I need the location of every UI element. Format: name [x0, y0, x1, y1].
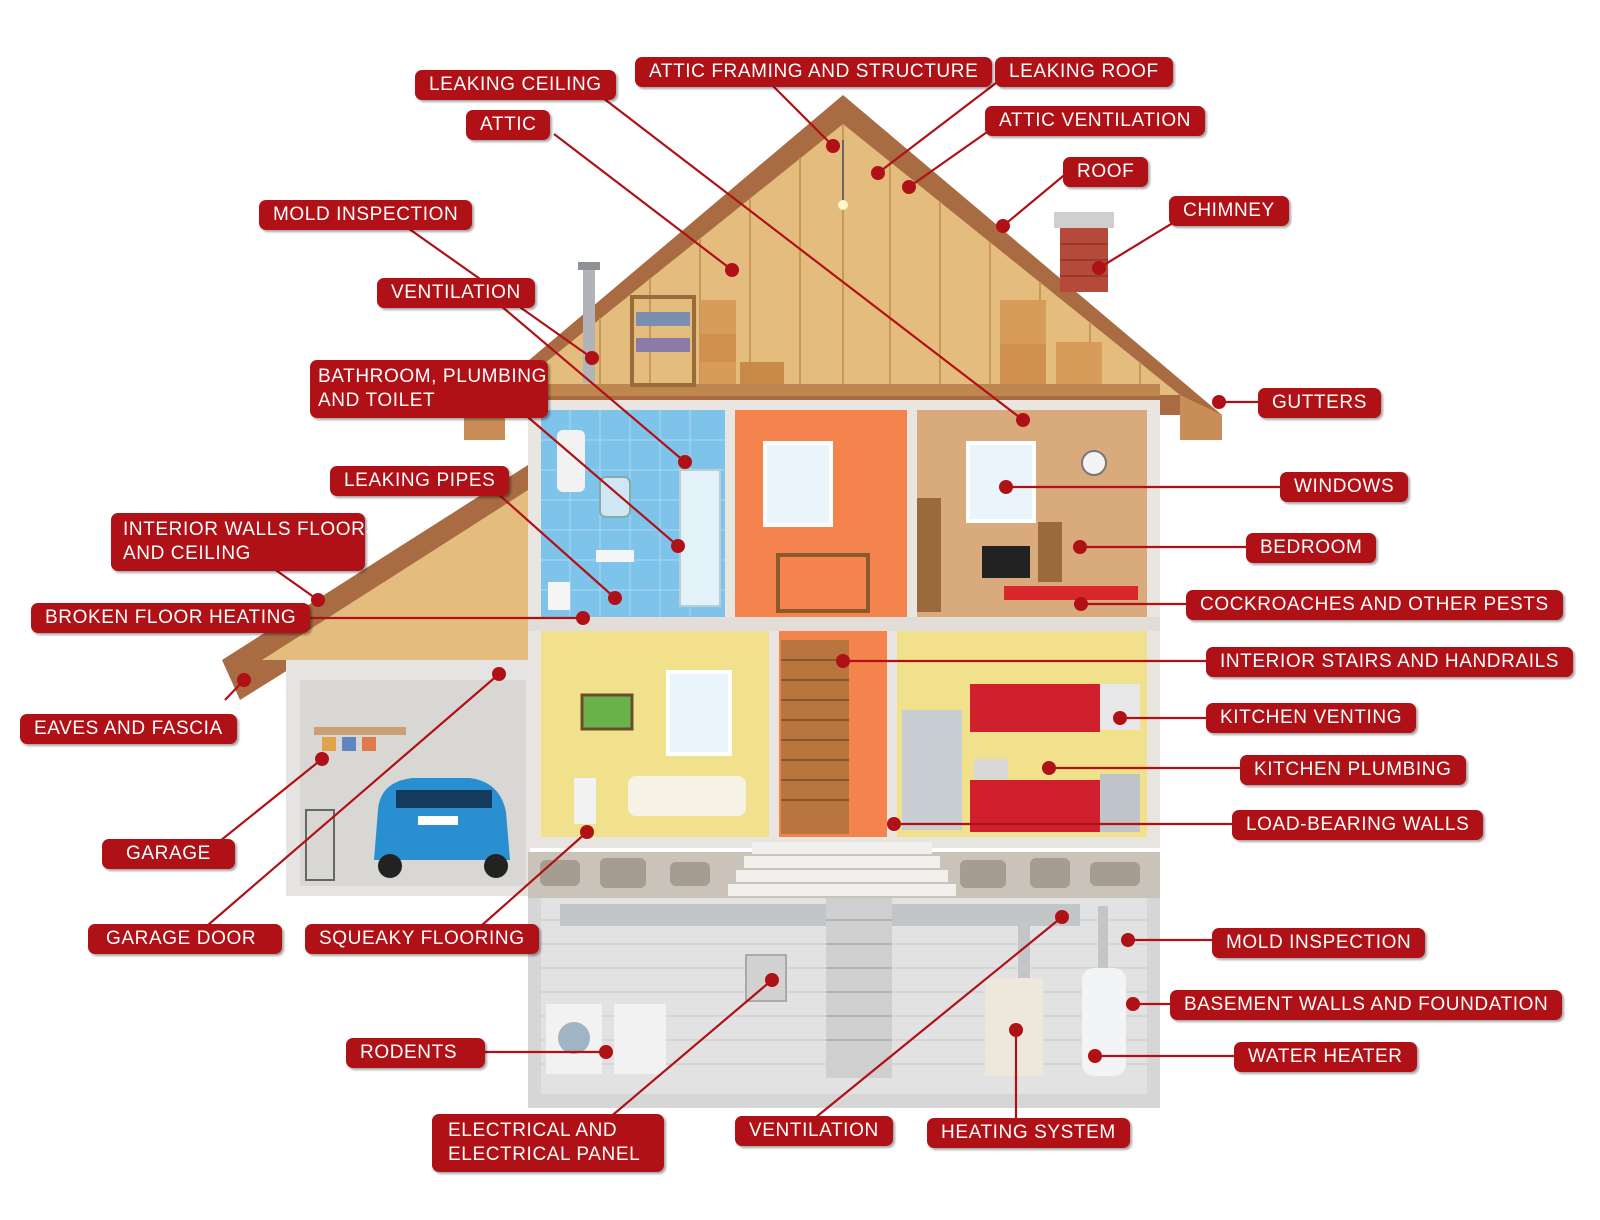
label-chimney: CHIMNEY [1169, 196, 1289, 226]
label-mold-inspection-top: MOLD INSPECTION [259, 200, 473, 230]
label-attic-ventilation: ATTIC VENTILATION [985, 106, 1206, 136]
label-squeaky-flooring: SQUEAKY FLOORING [305, 924, 539, 954]
label-interior-stairs: INTERIOR STAIRS AND HANDRAILS [1206, 647, 1574, 677]
label-bathroom-line1: BATHROOM, PLUMBING [318, 366, 547, 387]
label-ventilation-bottom: VENTILATION [735, 1116, 893, 1146]
label-windows: WINDOWS [1280, 472, 1409, 502]
label-ventilation-top: VENTILATION [377, 278, 535, 308]
label-garage: GARAGE [102, 839, 235, 869]
label-rodents: RODENTS [346, 1038, 486, 1068]
label-electrical-line1: ELECTRICAL AND [448, 1120, 618, 1141]
label-garage-door: GARAGE DOOR [88, 924, 283, 954]
label-roof: ROOF [1063, 157, 1149, 187]
label-leaking-pipes: LEAKING PIPES [330, 466, 510, 496]
label-broken-floor-heating: BROKEN FLOOR HEATING [31, 603, 311, 633]
leader-lines [207, 79, 1280, 1120]
label-kitchen-venting: KITCHEN VENTING [1206, 703, 1417, 733]
label-interior-walls-line2: AND CEILING [123, 543, 252, 564]
label-bedroom: BEDROOM [1246, 533, 1377, 563]
label-bathroom-plumbing-toilet: BATHROOM, PLUMBING AND TOILET [310, 360, 548, 418]
label-interior-walls: INTERIOR WALLS FLOORS AND CEILING [111, 513, 379, 571]
label-attic-framing: ATTIC FRAMING AND STRUCTURE [635, 57, 993, 87]
attic-roof [464, 95, 1222, 440]
label-cockroaches: COCKROACHES AND OTHER PESTS [1186, 590, 1563, 620]
label-leaking-roof: LEAKING ROOF [995, 57, 1173, 87]
label-water-heater: WATER HEATER [1234, 1042, 1417, 1072]
label-interior-walls-line1: INTERIOR WALLS FLOORS [123, 519, 379, 540]
label-leaking-ceiling: LEAKING CEILING [415, 70, 616, 100]
label-electrical-line2: ELECTRICAL PANEL [448, 1144, 641, 1165]
label-load-bearing-walls: LOAD-BEARING WALLS [1232, 810, 1484, 840]
label-mold-inspection-bottom: MOLD INSPECTION [1212, 928, 1426, 958]
label-basement-walls: BASEMENT WALLS AND FOUNDATION [1170, 990, 1563, 1020]
garage-interior [305, 727, 510, 881]
label-bathroom-line2: AND TOILET [318, 390, 436, 411]
callout-dots [237, 139, 1226, 1063]
label-heating-system: HEATING SYSTEM [927, 1118, 1130, 1148]
label-eaves-fascia: EAVES AND FASCIA [20, 714, 237, 744]
label-kitchen-plumbing: KITCHEN PLUMBING [1240, 755, 1466, 785]
basement [528, 898, 1160, 1108]
label-electrical-panel: ELECTRICAL AND ELECTRICAL PANEL [432, 1114, 664, 1172]
label-gutters: GUTTERS [1258, 388, 1381, 418]
house-body [528, 400, 1160, 898]
label-attic: ATTIC [466, 110, 551, 140]
